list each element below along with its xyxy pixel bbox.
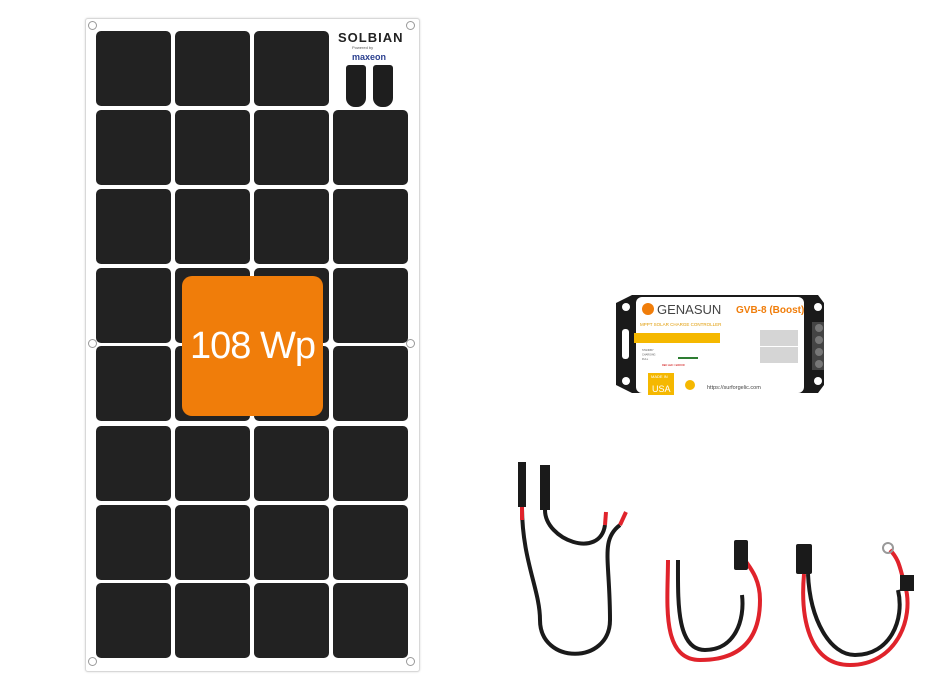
controller-brand: GENASUN (657, 302, 721, 317)
controller-url: https://surforgelic.com (707, 385, 761, 391)
solar-cell (333, 583, 408, 658)
mounting-hole (88, 657, 97, 666)
solar-cell (254, 583, 329, 658)
country-label: USA (652, 384, 671, 394)
solar-cell (254, 426, 329, 501)
error-label: RED LED = ERROR (662, 364, 685, 367)
mounting-hole (88, 21, 97, 30)
solar-cell (96, 31, 171, 106)
solar-cell (96, 346, 171, 421)
junction-box-positive (346, 65, 366, 107)
mounting-hole (406, 657, 415, 666)
mounting-hole (88, 339, 97, 348)
solar-cell (96, 583, 171, 658)
solar-cell (333, 110, 408, 185)
charge-controller: GENASUN GVB-8 (Boost) MPPT SOLAR CHARGE … (616, 295, 824, 395)
maxeon-logo: maxeon (352, 52, 387, 62)
solar-cell (254, 189, 329, 264)
status-standby: STANDBY (642, 349, 654, 352)
solar-cell (175, 583, 250, 658)
solar-cell (333, 505, 408, 580)
fused-cable (796, 542, 914, 668)
solar-cell (254, 505, 329, 580)
solar-cell (96, 505, 171, 580)
controller-subtitle: MPPT SOLAR CHARGE CONTROLLER (640, 322, 722, 327)
mounting-hole (406, 339, 415, 348)
status-charging: CHARGING (642, 354, 656, 357)
controller-model: GVB-8 (Boost) (736, 305, 804, 316)
made-in-label: MADE IN (651, 374, 668, 379)
solar-cell (96, 110, 171, 185)
solar-cell (254, 31, 329, 106)
solar-cell (175, 505, 250, 580)
solar-cell (254, 110, 329, 185)
mc4-extension-cable (518, 462, 628, 656)
solar-cell (175, 189, 250, 264)
solar-cell (175, 426, 250, 501)
powered-by-label: Powered by (352, 45, 374, 50)
solbian-logo: SOLBIAN (338, 30, 404, 45)
solar-cell (333, 268, 408, 343)
solar-cell (96, 426, 171, 501)
power-rating-badge: 108 Wp (182, 276, 323, 416)
solar-cell (96, 268, 171, 343)
solar-panel: SOLBIAN Powered by maxeon 108 Wp (85, 18, 420, 672)
solar-cell (333, 346, 408, 421)
battery-cable (665, 540, 763, 663)
status-full: FULL (642, 358, 649, 361)
junction-box-negative (373, 65, 393, 107)
solar-cell (175, 110, 250, 185)
solar-cell (333, 426, 408, 501)
solar-cell (96, 189, 171, 264)
mounting-hole (406, 21, 415, 30)
solar-cell (333, 189, 408, 264)
solar-cell (175, 31, 250, 106)
